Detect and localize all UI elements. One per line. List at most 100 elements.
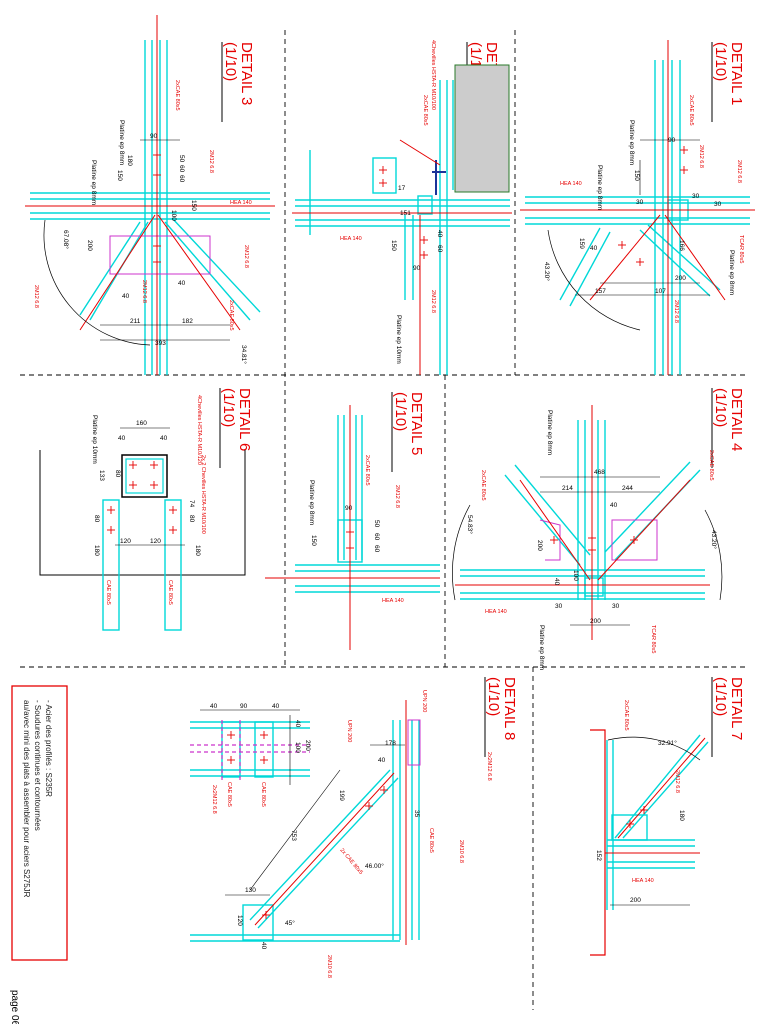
dim-text: 130 xyxy=(245,887,256,894)
dim-text: 50 xyxy=(373,520,380,528)
member-label: CAE 80x5 xyxy=(226,782,232,807)
dim-text: 50 xyxy=(178,155,185,163)
detail-title-block: DETAIL 8 (1/10) xyxy=(484,677,518,757)
dim-text: 166 xyxy=(678,240,685,251)
dim-text: 60 xyxy=(373,533,380,541)
dim-text: 180 xyxy=(194,545,201,556)
plate-label: Platine ep 8mm xyxy=(90,160,97,205)
detail-title-block: DETAIL 1 (1/10) xyxy=(711,42,745,122)
detail-6: DETAIL 6 (1/10) 4Chevilles HSTA-R M10/12… xyxy=(39,388,253,631)
dim-text: 60 xyxy=(178,175,185,183)
detail-title-block: DETAIL 3 (1/10) xyxy=(221,42,255,122)
detail-scale: (1/10) xyxy=(220,388,237,427)
dim-text: 35 xyxy=(413,810,420,818)
dim-text: 40 xyxy=(378,757,386,764)
detail-5: DETAIL 5 (1/10) 2xCAE 80x5 2M12 6.8 Plat… xyxy=(265,392,440,650)
member-label: 2xCAE 80x5 xyxy=(228,300,234,331)
dim-text: 40 xyxy=(590,245,598,252)
dim-text: 120 xyxy=(120,538,131,545)
detail-scale: (1/10) xyxy=(485,677,502,716)
general-notes: - Acier des profilés : S235R - Soudures … xyxy=(11,685,68,961)
detail-title-block: DETAIL 4 (1/10) xyxy=(711,388,745,468)
detail-title-block: DETAIL 7 (1/10) xyxy=(711,677,745,757)
dim-text: 100 xyxy=(294,742,301,753)
profile-label: HEA 140 xyxy=(230,200,252,206)
bolt-label: 2M12 6.8 xyxy=(430,290,436,313)
dim-text: 180 xyxy=(678,810,685,821)
anchor-label: 4Chevilles HSTA-R M10/120 xyxy=(196,395,202,465)
member-label: 2xCAE 80x5 xyxy=(708,450,714,481)
page-number: page 06 xyxy=(9,990,20,1024)
dim-text: 120 xyxy=(150,538,161,545)
detail-scale: (1/10) xyxy=(392,392,409,431)
member-label: CAE 80x5 xyxy=(167,580,173,605)
dim-text: 180 xyxy=(126,155,133,166)
note-line: au/avec mini des plats à assembler pour … xyxy=(22,700,31,898)
dim-text: 150 xyxy=(633,170,640,181)
profile-label: HEA 140 xyxy=(560,181,582,187)
bolt-label: 2M12 6.8 xyxy=(141,280,147,303)
dim-text: 30 xyxy=(692,193,700,200)
plate-label: Platine ep 10mm xyxy=(91,415,98,464)
detail-title: DETAIL 1 xyxy=(728,42,745,105)
dim-text: 200 xyxy=(304,740,311,751)
dim-text: 152 xyxy=(595,850,602,861)
detail-title: DETAIL 3 xyxy=(238,42,255,105)
detail-scale: (1/10) xyxy=(712,677,729,716)
bolt-label: 2x2M12 6.8 xyxy=(486,752,492,781)
member-label: 2x CAE 80x5 xyxy=(338,847,363,875)
dim-text: 182 xyxy=(182,318,193,325)
bolt-label: 2x2M12 6.8 xyxy=(211,785,217,814)
dim-text: 100 xyxy=(572,570,579,581)
detail-title: DETAIL 8 xyxy=(501,677,518,740)
member-label: CAE 80x5 xyxy=(105,580,111,605)
plate-label: Platine ep 8mm xyxy=(538,625,545,670)
member-label: 2xCAE 80x5 xyxy=(688,95,694,126)
detail-scale: (1/10) xyxy=(712,388,729,427)
dim-text: 40 xyxy=(272,703,280,710)
profile-label: HEA 140 xyxy=(632,878,654,884)
dim-text: 107 xyxy=(655,288,666,295)
plate-label: Platine ep 10mm xyxy=(395,315,402,364)
member-label: 2xCAE 80x5 xyxy=(480,470,486,501)
detail-scale: (1/10) xyxy=(222,42,239,81)
dim-text: 150 xyxy=(390,240,397,251)
dim-text: 244 xyxy=(622,485,633,492)
dim-text: 211 xyxy=(130,318,141,325)
dim-text: 80 xyxy=(114,470,121,478)
detail-8: DETAIL 8 (1/10) xyxy=(190,677,518,978)
dim-text: 151 xyxy=(400,210,411,217)
detail-2: DETAIL 2 (1/10) 4Chevilles HSTA-R M10/10 xyxy=(292,40,512,375)
detail-title: DETAIL 4 xyxy=(728,388,745,451)
dim-text: 30 xyxy=(714,201,722,208)
dim-text: 43.20° xyxy=(710,530,718,549)
bolt-label: 2M12 6.8 xyxy=(208,150,214,173)
dim-text: 150 xyxy=(116,170,123,181)
dim-text: 150 xyxy=(310,535,317,546)
dim-text: 214 xyxy=(562,485,573,492)
dim-text: 180 xyxy=(93,545,100,556)
dim-text: 40 xyxy=(210,703,218,710)
bolt-label: 2M12 6.8 xyxy=(736,160,742,183)
bolt-label: 2M10 6.8 xyxy=(326,955,332,978)
member-label: 2xCAE 80x5 xyxy=(623,700,629,731)
dim-text: 40 xyxy=(118,435,126,442)
bolt-label: 2M12 6.8 xyxy=(673,300,679,323)
dim-text: 40 xyxy=(178,280,186,287)
dim-text: 46.00° xyxy=(365,862,384,870)
dim-text: 90 xyxy=(413,265,421,272)
member-label: 2xCAE 80x5 xyxy=(422,95,428,126)
dim-text: 40 xyxy=(122,293,130,300)
member-label: 2xCAE 80x5 xyxy=(174,80,180,111)
dim-text: 60 xyxy=(178,165,185,173)
bolt-label: 2M10 6.8 xyxy=(458,840,464,863)
bolt-label: 2M12 6.8 xyxy=(33,285,39,308)
plate-label: Platine ep 8mm xyxy=(728,250,735,295)
dim-text: 120 xyxy=(236,915,243,926)
member-label: TCAR 80x5 xyxy=(738,235,744,263)
sheet-grid xyxy=(20,30,748,1010)
bolt-label: 2M12 6.8 xyxy=(394,485,400,508)
dim-text: 30 xyxy=(555,603,563,610)
dim-text: 80 xyxy=(188,515,195,523)
